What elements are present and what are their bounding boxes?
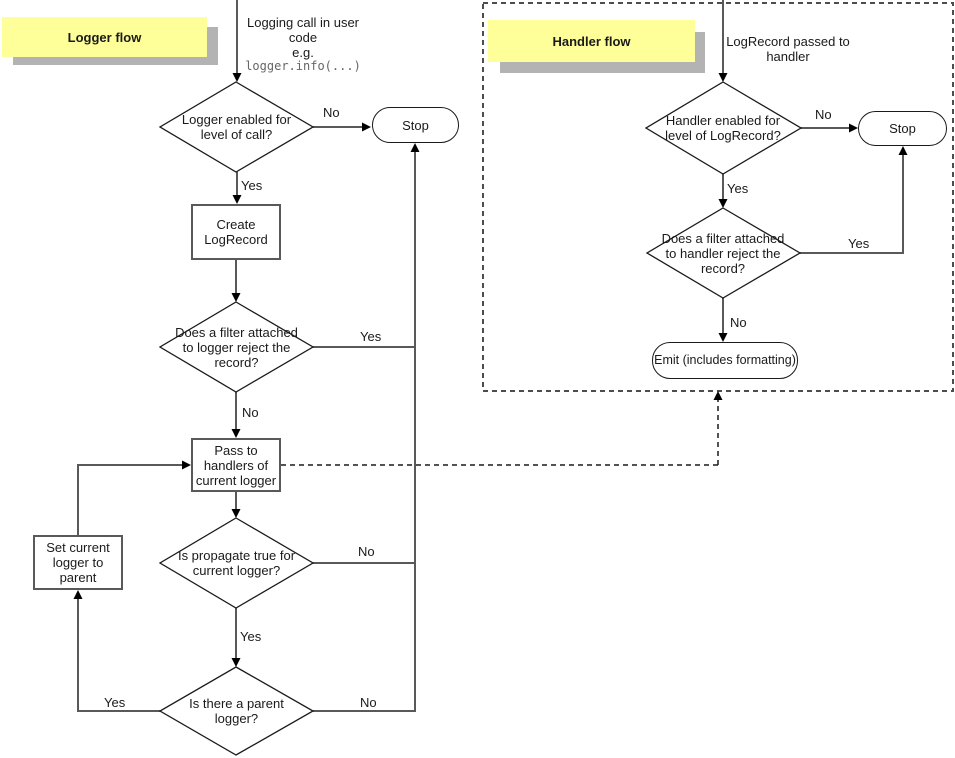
logger-flow-edges [77, 0, 416, 712]
handler-flow-note: Handler flow [488, 20, 695, 62]
arrow-down-parent [231, 658, 241, 667]
label-parent-no: No [360, 695, 377, 710]
arrow-down-filter [231, 293, 241, 302]
arrow-up-handler-box [713, 391, 723, 400]
label-henabled-yes: Yes [727, 181, 749, 196]
diamond-logger-filter [158, 301, 315, 393]
edge-pass-to-handler-dashed [281, 395, 719, 466]
label-henabled-no: No [815, 107, 832, 122]
handler-flow-edges [722, 0, 904, 338]
label-parent-yes: Yes [104, 695, 126, 710]
arrow-right-stop2 [849, 123, 858, 133]
set-current-logger-node: Set current logger to parent [33, 535, 123, 590]
arrow-down-propagate [231, 509, 241, 518]
arrow-down-pass [231, 429, 241, 438]
diamond-logger-propagate [158, 517, 315, 609]
label-enabled-yes: Yes [241, 178, 263, 193]
diamond-logger-parent [158, 666, 315, 756]
diamond-handler-filter [645, 207, 802, 299]
label-enabled-no: No [323, 105, 340, 120]
arrow-down-henabled [718, 73, 728, 82]
arrow-up-setparent [73, 590, 83, 599]
logger-flow-title: Logger flow [67, 29, 142, 45]
label-filter-yes: Yes [360, 329, 382, 344]
arrow-right-pass [182, 460, 191, 470]
arrow-down-enabled [232, 73, 242, 82]
arrow-down-hfilter [718, 199, 728, 208]
pass-to-handlers-node: Pass to handlers of current logger [191, 438, 281, 492]
arrow-up-stop2-bottom [898, 146, 908, 155]
diamond-handler-enabled [644, 81, 803, 175]
emit-label: Emit (includes formatting) [654, 353, 796, 367]
label-propagate-yes: Yes [240, 629, 262, 644]
handler-flow-title: Handler flow [552, 33, 631, 49]
logger-flow-note: Logger flow [2, 17, 207, 57]
stop-label: Stop [402, 117, 429, 133]
stop-node-handler: Stop [858, 111, 947, 146]
create-logrecord-node: Create LogRecord [191, 204, 281, 260]
edge-parent-yes-to-setparent [77, 594, 160, 712]
arrow-down-create [232, 195, 242, 204]
decision-diamonds [158, 81, 803, 756]
logger-entry-text: Logging call in user code e.g. [246, 15, 360, 60]
arrow-down-emit [718, 333, 728, 342]
stop-node-logger: Stop [372, 107, 459, 143]
edge-hfilter-yes-to-stop [800, 150, 904, 254]
diamond-logger-enabled [158, 81, 315, 173]
logger-entry-code: logger.info(...) [245, 59, 361, 73]
stop-label: Stop [889, 121, 916, 136]
label-hfilter-yes: Yes [848, 236, 870, 251]
label-hfilter-no: No [730, 315, 747, 330]
edge-setparent-to-pass [77, 464, 187, 535]
emit-node: Emit (includes formatting) [652, 342, 798, 379]
arrow-right-stop1 [362, 122, 371, 132]
arrowheads [73, 73, 908, 667]
label-filter-no: No [242, 405, 259, 420]
arrow-up-stop1-bottom [410, 143, 420, 152]
handler-entry-text: LogRecord passed to handler [726, 34, 850, 64]
label-propagate-no: No [358, 544, 375, 559]
